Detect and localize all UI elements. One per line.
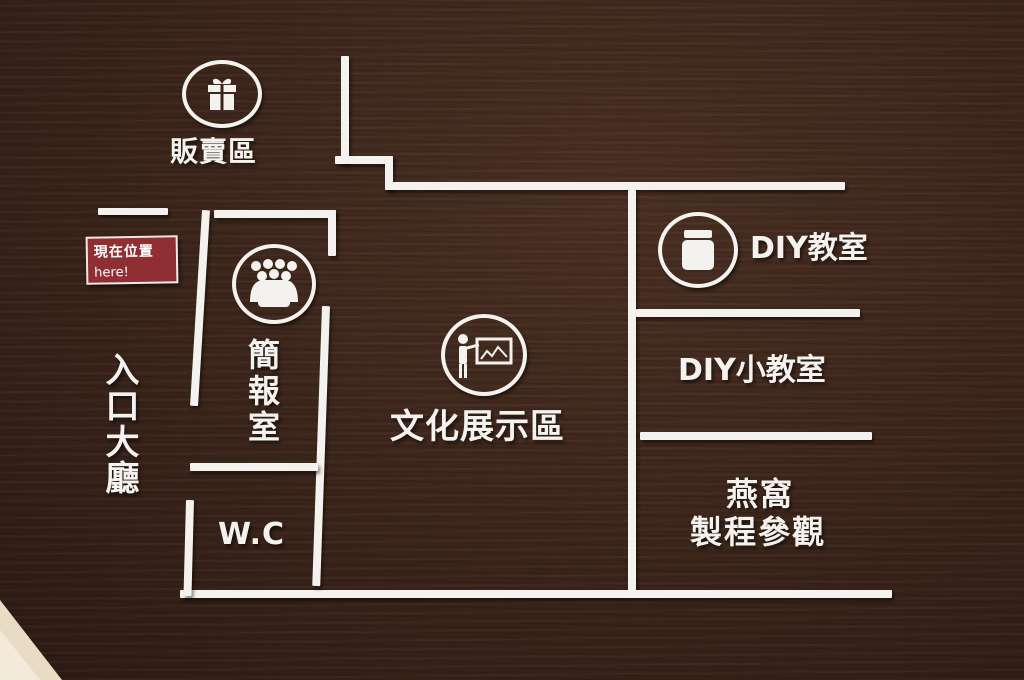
current-position-tag: 現在位置 here!: [85, 235, 179, 285]
entrance-hall-label: 入口大廳: [99, 352, 139, 496]
wall-briefing-bottom: [190, 463, 318, 471]
wall-step-vertical-top: [341, 56, 349, 164]
wall-bottom: [180, 590, 892, 598]
wall-step-vertical-low: [385, 156, 393, 190]
wall-right-divider: [628, 190, 636, 592]
wall-briefing-top-right: [328, 210, 336, 256]
audience-icon: [232, 244, 316, 324]
wall-wc-left: [183, 500, 194, 597]
diy-classroom-label: DIY教室: [750, 231, 868, 266]
diy-small-classroom-label: DIY小教室: [678, 353, 826, 388]
wall-briefing-left: [190, 210, 210, 407]
wall-top-main: [385, 182, 845, 190]
wall-briefing-top: [214, 210, 336, 218]
wall-step-horizontal: [335, 156, 393, 164]
restroom-label: W.C: [218, 517, 286, 552]
briefing-room-label: 簡報室: [243, 338, 281, 446]
wall-entrance-top: [98, 208, 168, 215]
current-position-label: 現在位置: [93, 243, 154, 261]
here-label: here!: [94, 265, 129, 281]
wall-diy-bottom: [636, 309, 860, 317]
jar-icon: [658, 212, 738, 288]
wall-diy-small-bottom: [640, 432, 872, 440]
shop-label: 販賣區: [170, 135, 258, 168]
presenter-icon: [441, 314, 527, 396]
wall-briefing-right: [312, 306, 330, 587]
birdnest-label-line1: 燕窩: [726, 475, 795, 513]
birdnest-label-line2: 製程參觀: [690, 513, 827, 551]
gift-icon: [182, 60, 262, 128]
exhibition-area-label: 文化展示區: [390, 407, 565, 447]
